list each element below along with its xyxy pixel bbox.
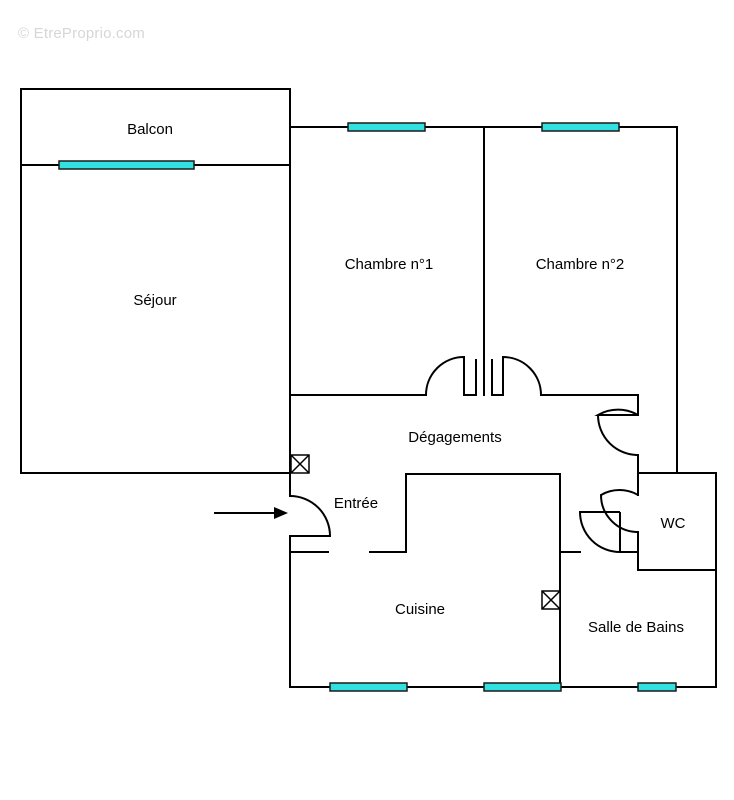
door-chambre2 xyxy=(502,355,542,396)
room-label-chambre2: Chambre n°2 xyxy=(536,256,625,273)
room-label-wc: WC xyxy=(661,515,686,532)
window-sejour xyxy=(58,160,195,170)
room-label-entree: Entrée xyxy=(334,495,378,512)
watermark: © EtreProprio.com xyxy=(18,25,145,42)
door-entree xyxy=(289,495,332,537)
window-chambre2 xyxy=(541,122,620,132)
walls xyxy=(20,88,717,688)
vents xyxy=(290,454,561,610)
window-cuisine-2 xyxy=(483,682,562,692)
windows xyxy=(58,122,677,692)
room-label-balcon: Balcon xyxy=(127,121,173,138)
window-chambre1 xyxy=(347,122,426,132)
door-salle-de-bains xyxy=(578,511,621,554)
window-cuisine-1 xyxy=(329,682,408,692)
room-label-sejour: Séjour xyxy=(133,292,176,309)
vent-entree xyxy=(290,454,310,474)
doors xyxy=(289,355,639,554)
entrance-arrow xyxy=(214,507,288,519)
window-salle-de-bains xyxy=(637,682,677,692)
door-degagements xyxy=(594,408,639,456)
door-wc xyxy=(599,489,639,533)
room-label-chambre1: Chambre n°1 xyxy=(345,256,434,273)
room-label-degagements: Dégagements xyxy=(408,429,501,446)
vent-cuisine xyxy=(541,590,561,610)
room-label-cuisine: Cuisine xyxy=(395,601,445,618)
door-chambre1 xyxy=(425,355,465,396)
room-label-salle-de-bains: Salle de Bains xyxy=(588,619,684,636)
